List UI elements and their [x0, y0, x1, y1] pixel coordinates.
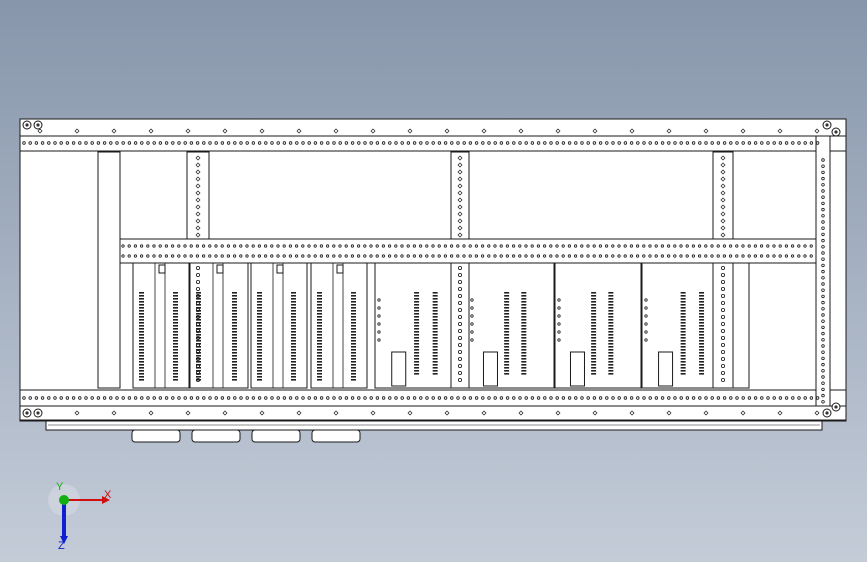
mounting-foot [191, 429, 241, 443]
x-axis-label: X [104, 489, 112, 501]
upper-post [712, 151, 734, 240]
wide-module [554, 262, 642, 389]
wide-module [467, 262, 555, 389]
middle-crossbar [119, 238, 817, 264]
mounting-foot [311, 429, 361, 443]
upper-post [186, 151, 210, 240]
module-latch [158, 264, 166, 274]
upper-post [450, 151, 470, 240]
module-latch [216, 264, 224, 274]
y-axis-label: Y [56, 481, 64, 493]
module-latch [336, 264, 344, 274]
module-window [482, 351, 498, 387]
module-latch [276, 264, 284, 274]
module-window [658, 351, 674, 387]
z-axis-label: Z [58, 540, 65, 550]
coordinate-triad: X Y Z [48, 481, 112, 550]
mounting-foot [131, 429, 181, 443]
right-side-rail [815, 135, 831, 407]
right-module-edge [732, 262, 750, 389]
module-window [569, 351, 585, 387]
left-post [97, 151, 121, 389]
top-beam [19, 118, 847, 137]
top-inner-beam [19, 135, 847, 152]
mounting-foot [251, 429, 301, 443]
bottom-outer-beam [19, 405, 847, 421]
bottom-beam [19, 389, 847, 407]
module-window [391, 351, 407, 387]
y-axis-marker [59, 495, 69, 505]
